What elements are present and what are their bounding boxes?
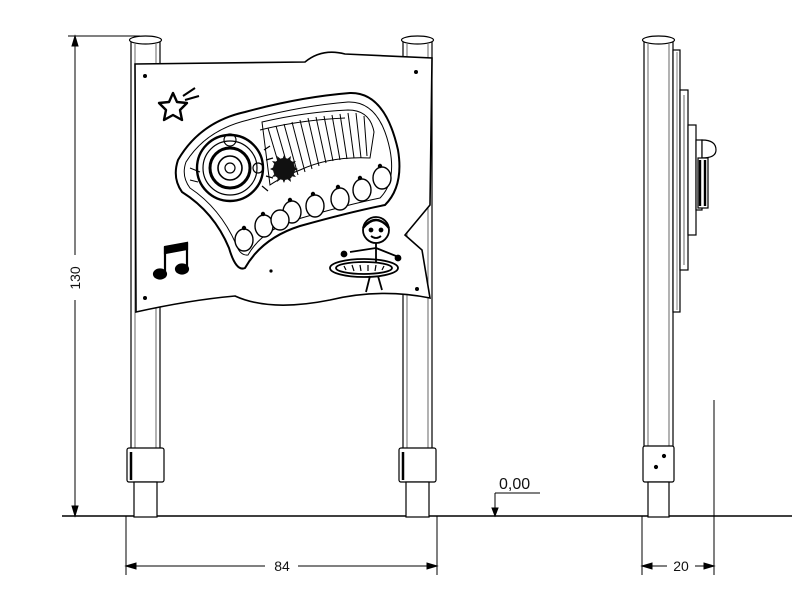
side-post: [643, 39, 674, 481]
side-panel-edge: [672, 49, 681, 313]
height-dimension-label: 130: [67, 266, 83, 290]
front-view: [126, 35, 437, 518]
ground-level-label: 0,00: [499, 476, 530, 493]
bell-icon: [270, 155, 298, 183]
side-post-base: [642, 445, 675, 483]
depth-dimension: [640, 400, 716, 575]
height-dimension: [68, 34, 140, 518]
mallet-strokes: [189, 167, 201, 183]
star-icon: [157, 87, 200, 122]
music-note-icon: [152, 241, 190, 280]
gear-wheel: [195, 133, 274, 203]
width-dimension-label: 84: [274, 558, 290, 574]
character-figure-icon: [329, 216, 402, 293]
depth-dimension-label: 20: [673, 558, 689, 574]
width-dimension: [124, 516, 439, 575]
lower-keys-row: [234, 209, 290, 252]
ground-level-marker: [491, 492, 540, 518]
side-mechanism: [679, 89, 717, 271]
side-view: [641, 35, 717, 518]
instrument-area: [174, 91, 401, 270]
